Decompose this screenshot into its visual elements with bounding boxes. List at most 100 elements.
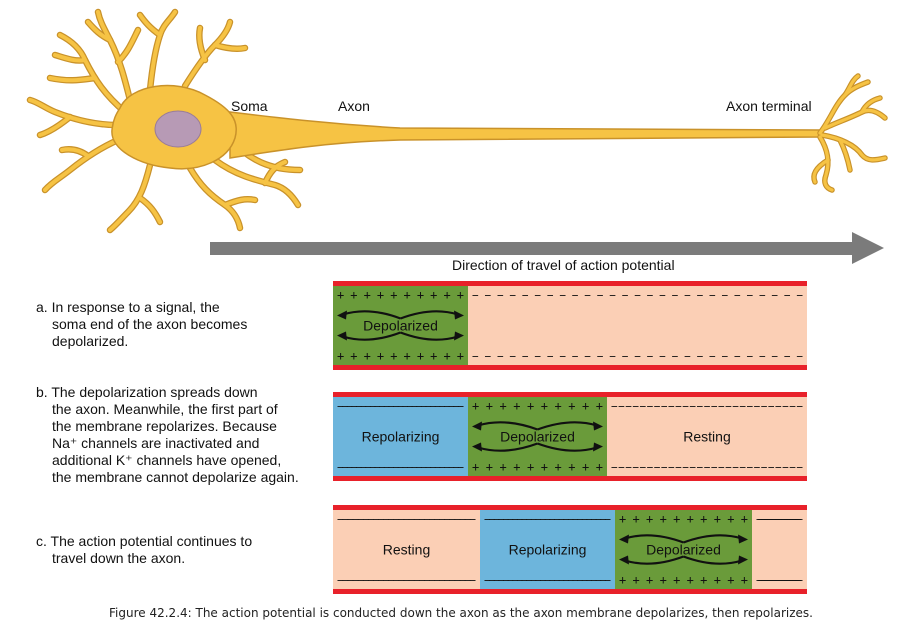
- step-c-line: travel down the axon.: [52, 550, 186, 566]
- segment-depolarized: + + + + + + + + + + + + + + + + + + + + De…: [333, 286, 468, 365]
- axon-row: + + + + + + + + + + + + + + + + + + + + De…: [333, 281, 807, 370]
- negative-charges: − − − − − − − − − − − − − − − − − − − − …: [484, 574, 611, 587]
- step-a-text: a. In response to a signal, the soma end…: [36, 299, 326, 350]
- step-b-line: the axon. Meanwhile, the first part of: [52, 401, 278, 417]
- segment-depolarized: + + + + + + + + + ++ + + + + + + + + +De…: [615, 510, 752, 589]
- arrowhead: [593, 442, 603, 452]
- positive-charges: + + + + + + + + + +: [337, 288, 464, 302]
- membrane-top: [333, 505, 807, 510]
- axon-terminal-branch: [818, 135, 834, 192]
- membrane-bottom: [333, 589, 807, 594]
- arrowhead: [472, 442, 482, 452]
- axon-terminal-branch: [838, 138, 852, 172]
- axon-terminal-branch: [820, 133, 887, 162]
- segment-fill: [333, 510, 480, 589]
- axon-segments: + + + + + + + + + + + + + + + + + + + + De…: [333, 281, 807, 594]
- dendrite: [197, 26, 207, 62]
- positive-charges: + + + + + + + + + +: [472, 460, 603, 474]
- dendrite: [38, 115, 72, 137]
- segment-label: Repolarizing: [509, 542, 587, 558]
- current-arrow: [342, 310, 401, 320]
- axon-terminal-label: Axon terminal: [726, 98, 812, 114]
- current-arrow: [683, 534, 743, 544]
- positive-charges: + + + + + + + + + +: [619, 573, 748, 587]
- dendrite: [60, 147, 90, 158]
- segment-label: Depolarized: [500, 429, 575, 445]
- dendrite: [213, 158, 300, 207]
- segment-resting: − − − − − − − − − − − − − − − − − − − − …: [607, 397, 807, 476]
- segment-fill: [333, 286, 468, 365]
- negative-charges: − − − − − − − − − − − − − − − − − − − − …: [756, 513, 803, 526]
- positive-charges: + + + + + + + + + +: [337, 349, 464, 363]
- arrowhead: [738, 534, 748, 544]
- membrane-top: [333, 392, 807, 397]
- dendrite: [188, 166, 242, 230]
- dendrite: [263, 160, 287, 185]
- arrowhead: [472, 421, 482, 431]
- positive-charges: + + + + + + + + + +: [619, 512, 748, 526]
- negative-charges: − − − − − − − − − − − − − − − − − − − − …: [337, 400, 464, 413]
- dendrite: [213, 43, 247, 51]
- axon: [229, 111, 821, 159]
- axon-terminal-branch: [843, 74, 860, 97]
- segment-label: Resting: [383, 542, 430, 558]
- negative-charges: − − − − − − − − − − − − − − − − − − − − …: [484, 513, 611, 526]
- segment-fill: [607, 397, 807, 476]
- dendrite: [138, 196, 162, 224]
- arrowhead: [593, 421, 603, 431]
- step-a-line: a. In response to a signal, the: [36, 299, 220, 315]
- step-b-line: additional K⁺ channels have opened,: [52, 452, 282, 468]
- neuron-illustration: [26, 8, 888, 234]
- segment-label: Depolarized: [363, 318, 438, 334]
- segment-fill: [468, 286, 807, 365]
- step-c-text: c. The action potential continues to tra…: [36, 533, 326, 567]
- dendrite: [53, 53, 87, 63]
- segment-fill: [480, 510, 615, 589]
- step-b-line: the membrane cannot depolarize again.: [52, 469, 299, 485]
- segment-depolarized: + + + + + + + + + + + + + + + + + + + + De…: [468, 397, 607, 476]
- current-arrow: [342, 331, 401, 341]
- step-a-line: soma end of the axon becomes: [52, 316, 248, 332]
- figure-caption: Figure 42.2.4: The action potential is c…: [109, 606, 813, 620]
- arrowhead: [454, 310, 464, 320]
- axon-row: − − − − − − − − − − − − − − − − − − − − …: [333, 505, 807, 594]
- dendrite: [48, 76, 97, 83]
- arrowhead: [619, 555, 629, 565]
- axon-label: Axon: [338, 98, 370, 114]
- negative-charges: − − − − − − − − − − − − − − − − − − − − …: [472, 350, 803, 363]
- segment-fill: [468, 397, 607, 476]
- soma-label: Soma: [231, 98, 268, 114]
- segment-fill: [615, 510, 752, 589]
- arrowhead: [454, 331, 464, 341]
- negative-charges: − − − − − − − − − − − − − − − − − − − − …: [337, 461, 464, 474]
- current-arrow: [400, 331, 459, 341]
- segment-repolarizing: − − − − − − − − − − − − − − − − − − − − …: [480, 510, 615, 589]
- current-arrow: [477, 421, 538, 431]
- step-b-line: b. The depolarization spreads down: [36, 384, 258, 400]
- negative-charges: − − − − − − − − − − − − − − − − − − − − …: [611, 400, 803, 413]
- current-arrow: [624, 534, 684, 544]
- negative-charges: − − − − − − − − − − − − − − − − − − − − …: [611, 461, 803, 474]
- positive-charges: + + + + + + + + + +: [472, 399, 603, 413]
- step-b-line: Na⁺ channels are inactivated and: [52, 435, 260, 451]
- membrane-bottom: [333, 476, 807, 481]
- segment-resting: − − − − − − − − − − − − − − − − − − − − …: [468, 286, 807, 365]
- current-arrow: [537, 421, 598, 431]
- step-a-line: depolarized.: [52, 333, 129, 349]
- segment-fill: [752, 510, 807, 589]
- axon-terminal-branch: [812, 158, 830, 184]
- direction-label: Direction of travel of action potential: [452, 257, 675, 273]
- current-arrow: [400, 310, 459, 320]
- dendrite: [223, 197, 257, 207]
- axon-terminal-branch: [860, 96, 882, 114]
- membrane-top: [333, 281, 807, 286]
- step-c-line: c. The action potential continues to: [36, 533, 253, 549]
- segment-resting: − − − − − − − − − − − − − − − − − − − − …: [752, 510, 807, 589]
- segment-fill: [333, 397, 468, 476]
- arrowhead: [738, 555, 748, 565]
- nucleus: [154, 110, 202, 148]
- dendrite: [108, 163, 152, 232]
- current-arrow: [537, 442, 598, 452]
- current-arrow: [477, 442, 538, 452]
